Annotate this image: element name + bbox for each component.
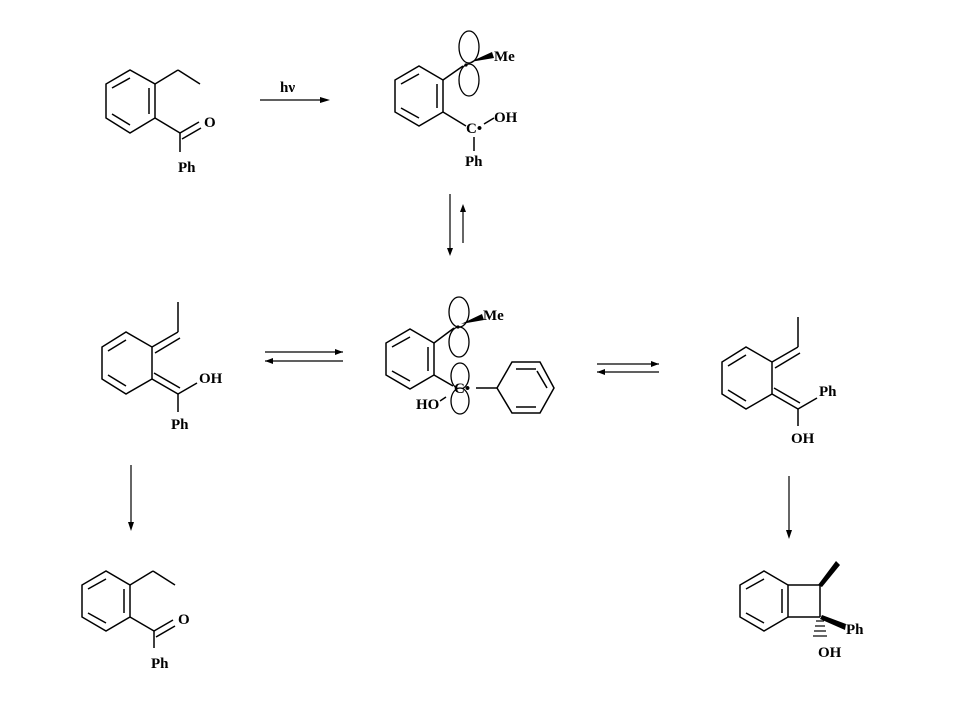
p-orbital-lower-lobe	[448, 326, 470, 358]
label-oh: OH	[818, 645, 842, 661]
arrow-equilibrium-vertical	[447, 194, 466, 256]
molecule-photoenol-left: OH Ph	[101, 302, 223, 433]
label-ph: Ph	[151, 656, 169, 672]
label-ph: Ph	[465, 154, 483, 170]
label-oh: OH	[791, 431, 815, 447]
label-o: O	[178, 612, 190, 628]
label-c-radical: C•	[454, 381, 470, 397]
arrow-equilibrium-left	[265, 349, 343, 364]
arrow-label-hv: hν	[280, 80, 295, 96]
p-orbital-upper-lobe	[458, 30, 480, 64]
label-c-radical: C•	[466, 121, 482, 137]
molecule-photoenol-right: Ph OH	[721, 317, 837, 447]
molecule-2-ethylbenzophenone-product: O Ph	[81, 570, 190, 672]
label-oh: OH	[494, 110, 518, 126]
arrow-down-right	[786, 476, 792, 539]
p-orbital-lower-lobe-carbon	[450, 387, 470, 415]
label-o: O	[204, 115, 216, 131]
molecule-singlet-biradical: Me C• HO	[385, 296, 555, 415]
label-me: Me	[494, 49, 515, 65]
arrow-equilibrium-right	[597, 361, 659, 375]
arrow-down-left	[128, 465, 134, 531]
label-ph: Ph	[171, 417, 189, 433]
label-ph: Ph	[819, 384, 837, 400]
label-oh: OH	[199, 371, 223, 387]
label-me: Me	[483, 308, 504, 324]
molecule-benzocyclobutenol: Ph OH	[739, 561, 864, 661]
molecule-2-ethylbenzophenone-start: O Ph	[105, 69, 216, 176]
arrow-photolysis: hν	[260, 80, 330, 103]
molecule-triplet-biradical: Me C• OH Ph	[394, 30, 518, 170]
label-ph: Ph	[846, 622, 864, 638]
label-ho: HO	[416, 397, 439, 413]
label-ph: Ph	[178, 160, 196, 176]
p-orbital-lower-lobe	[458, 63, 480, 97]
